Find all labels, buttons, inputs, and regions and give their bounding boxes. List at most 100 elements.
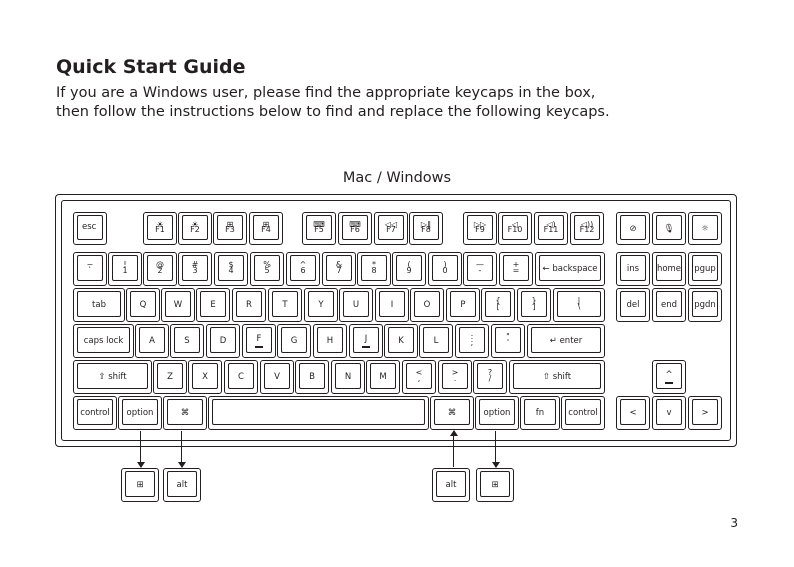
key-label: alt (445, 480, 457, 490)
key-t: T (268, 288, 302, 322)
key-label: U (352, 300, 360, 310)
command-icon: ⌘ (447, 408, 457, 418)
key-9: (9 (392, 252, 426, 286)
key-label: 0 (442, 266, 448, 275)
screenshot-icon: ⊘ (629, 223, 637, 234)
home-bump (255, 346, 263, 348)
key-label: F (256, 334, 262, 344)
key-c: C (224, 360, 258, 394)
page-title: Quick Start Guide (56, 56, 246, 78)
windows-icon: ⊞ (491, 480, 499, 490)
key-label: E (210, 300, 216, 310)
key-left-control: control (73, 396, 117, 430)
key-equals: += (499, 252, 533, 286)
key-shift-label: ^ (299, 260, 307, 269)
key-s: S (170, 324, 204, 358)
key-pgup: pgup (688, 252, 722, 286)
key-label: Y (318, 300, 324, 310)
key-label: 5 (264, 266, 270, 275)
volume-down-icon: ◁) (546, 220, 556, 229)
key-screenshot: ⊘ (616, 212, 650, 245)
key-f: F (242, 324, 276, 358)
key-semicolon: :; (455, 324, 489, 358)
key-label: C (238, 372, 244, 382)
brightness-down-icon: ☀ (156, 220, 164, 229)
key-label-with-bump: F (243, 334, 275, 348)
home-bump (362, 346, 370, 348)
key-a: A (135, 324, 169, 358)
key-label: option (483, 408, 511, 418)
key-i: I (375, 288, 409, 322)
arrow-alt-to-command (449, 430, 458, 467)
key-f12: ◁))F12 (570, 212, 604, 245)
key-right-shift: ⇧ shift (509, 360, 605, 394)
key-f7: ◁◁F7 (374, 212, 408, 245)
key-f1: ☀F1 (143, 212, 177, 245)
right-arrow-icon: > (701, 408, 709, 418)
up-arrow-icon: ^ (665, 370, 673, 380)
key-label: fn (535, 408, 545, 418)
key-x: X (188, 360, 222, 394)
mission-control-icon: ⊞ (226, 220, 234, 229)
key-f8: ▷‖F8 (409, 212, 443, 245)
key-tab: tab (73, 288, 125, 322)
key-esc: esc (73, 212, 107, 245)
replacement-key-win-left: ⊞ (121, 468, 159, 502)
play-pause-icon: ▷‖ (420, 220, 432, 229)
key-label: alt (176, 480, 188, 490)
key-k: K (384, 324, 418, 358)
key-label: F2 (190, 225, 200, 234)
key-label-with-bump: ^ (653, 370, 685, 384)
key-label: pgup (694, 264, 716, 274)
rewind-icon: ◁◁ (384, 220, 398, 229)
key-label: ' (506, 338, 510, 347)
key-space (208, 396, 429, 430)
key-b: B (295, 360, 329, 394)
key-label: ⇧ shift (542, 372, 572, 382)
key-label: F3 (225, 225, 235, 234)
key-label: S (184, 336, 190, 346)
key-h: H (313, 324, 347, 358)
key-siri: 🎙 (652, 212, 686, 245)
key-label: L (433, 336, 439, 346)
page-number: 3 (730, 516, 738, 530)
key-g: G (277, 324, 311, 358)
key-label: del (626, 300, 640, 310)
windows-icon: ⊞ (136, 480, 144, 490)
key-bar (665, 382, 673, 384)
key-label: control (568, 408, 598, 418)
key-label: F6 (350, 225, 360, 234)
key-home: home (652, 252, 686, 286)
key-slash: ?/ (473, 360, 507, 394)
key-q: Q (126, 288, 160, 322)
mute-icon: ◁ (511, 220, 519, 229)
key-label: = (512, 266, 520, 275)
left-arrow-icon: < (629, 408, 637, 418)
key-f2: ☀F2 (178, 212, 212, 245)
key-right: > (688, 396, 722, 430)
key-label: ` (88, 266, 92, 275)
key-shift-label: ( (407, 260, 411, 269)
key-label: D (219, 336, 227, 346)
key-label: tab (92, 300, 106, 310)
key-label: 4 (228, 266, 234, 275)
key-label: F9 (475, 225, 485, 234)
key-label: , (417, 374, 421, 383)
key-f3: ⊞F3 (213, 212, 247, 245)
key-label: P (460, 300, 466, 310)
key-label: X (202, 372, 208, 382)
key-minus: —- (463, 252, 497, 286)
key-left-shift: ⇧ shift (73, 360, 152, 394)
key-shift-label: — (476, 260, 484, 269)
keyboard-outline (55, 194, 737, 447)
key-n: N (331, 360, 365, 394)
key-backtick: ~` (73, 252, 107, 286)
key-backslash: |\ (553, 288, 605, 322)
key-j: J (349, 324, 383, 358)
key-right-control: control (561, 396, 605, 430)
replacement-key-win-right: ⊞ (476, 468, 514, 502)
key-shift-label: { (495, 296, 501, 305)
key-label: K (398, 336, 404, 346)
key-left-command: ⌘ (163, 396, 207, 430)
key-shift-label: > (451, 368, 459, 377)
